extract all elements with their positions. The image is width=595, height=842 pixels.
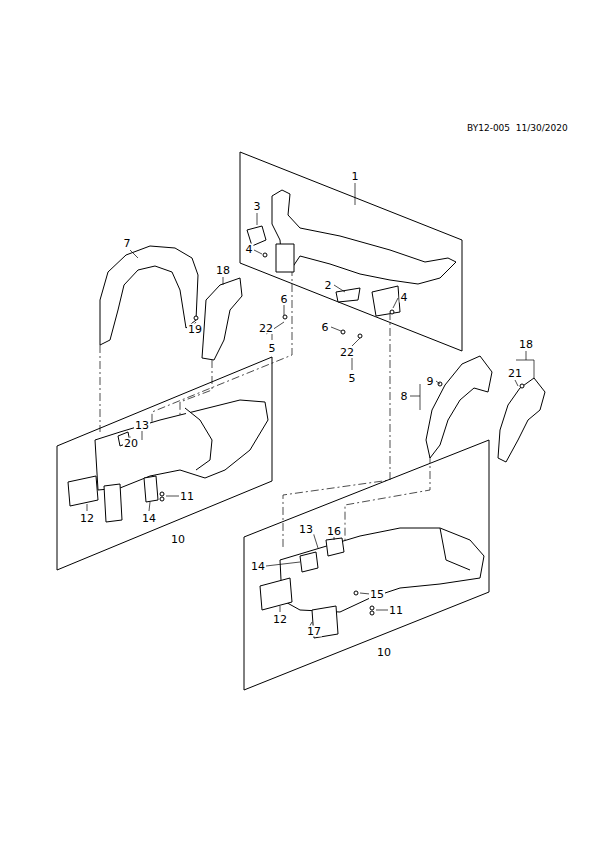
callout-number: 20 <box>123 438 139 449</box>
callout-number: 22 <box>339 347 355 358</box>
callout-number: 8 <box>400 391 409 402</box>
callout-number: 22 <box>258 323 274 334</box>
callout-number: 11 <box>388 605 404 616</box>
callout-number: 19 <box>187 324 203 335</box>
callout-number: 5 <box>268 343 277 354</box>
callout-number: 15 <box>369 589 385 600</box>
callout-number: 9 <box>426 376 435 387</box>
drawing-id: BY12-005 11/30/2020 <box>466 124 569 133</box>
callout-number: 17 <box>306 626 322 637</box>
callout-number: 4 <box>400 292 409 303</box>
group-frame <box>240 152 462 351</box>
callout-number: 16 <box>326 526 342 537</box>
callout-number: 2 <box>324 280 333 291</box>
group-frame <box>244 440 489 690</box>
callout-number: 14 <box>141 513 157 524</box>
callout-number: 3 <box>253 201 262 212</box>
callout-number: 7 <box>123 238 132 249</box>
callout-number: 13 <box>134 420 150 431</box>
callout-number: 12 <box>272 614 288 625</box>
callout-number: 12 <box>79 513 95 524</box>
callout-number: 18 <box>518 339 534 350</box>
group-frame <box>57 357 272 570</box>
callout-number: 5 <box>348 373 357 384</box>
callout-number: 10 <box>376 647 392 658</box>
callout-number: 21 <box>507 368 523 379</box>
callout-number: 14 <box>250 561 266 572</box>
callout-number: 13 <box>298 524 314 535</box>
callout-number: 6 <box>280 294 289 305</box>
callout-number: 1 <box>351 171 360 182</box>
callout-number: 11 <box>179 491 195 502</box>
callout-number: 6 <box>321 322 330 333</box>
callout-number: 4 <box>245 244 254 255</box>
callout-number: 10 <box>170 534 186 545</box>
callout-number: 18 <box>215 265 231 276</box>
